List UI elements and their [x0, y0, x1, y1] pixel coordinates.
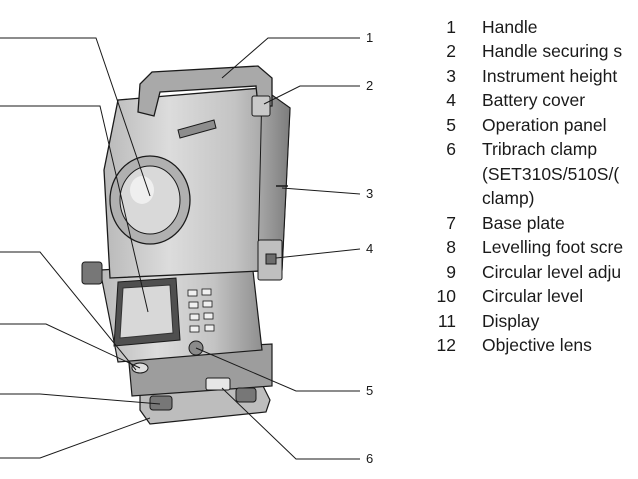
callout-label: 3	[366, 186, 373, 201]
legend-text: Tribrach clamp	[482, 139, 598, 160]
tribrach-clamp	[205, 377, 231, 391]
leader-lines-right	[195, 37, 361, 460]
leader-line	[221, 37, 360, 79]
legend-item: 7 Base plate	[408, 211, 623, 236]
levelling-foot-screw-right	[235, 387, 257, 403]
legend-item: 10 Circular level	[408, 285, 623, 310]
leader-lines-left	[0, 37, 161, 459]
legend-text: Display	[482, 310, 540, 331]
legend-text: Handle securing s	[482, 41, 623, 62]
legend-text: Handle	[482, 16, 538, 37]
legend-text: Battery cover	[482, 90, 586, 111]
callout-label: 6	[366, 451, 373, 466]
leader-line	[0, 105, 149, 313]
handle	[137, 65, 273, 117]
leader-line	[221, 387, 360, 460]
legend-text: clamp)	[482, 188, 535, 209]
legend-number: 8	[446, 237, 456, 258]
legend-number: 6	[446, 139, 456, 160]
callout-label: 5	[366, 383, 373, 398]
leader-line	[0, 393, 161, 405]
peep-sight	[177, 119, 217, 139]
legend-item: 12 Objective lens	[408, 334, 623, 359]
legend-item: 6 Tribrach clamp	[408, 138, 623, 163]
legend-number: 1	[446, 16, 456, 37]
legend-text: Operation panel	[482, 114, 607, 135]
legend-item-continuation: clamp)	[408, 187, 623, 212]
leader-line	[195, 347, 360, 392]
objective-lens-highlight	[130, 176, 154, 204]
legend-number: 10	[436, 286, 456, 307]
handle-securing-screw	[251, 95, 271, 117]
parts-legend: 1 Handle 2 Handle securing s 3 Instrument h…	[408, 15, 624, 359]
leader-line	[0, 251, 137, 371]
callout-label: 4	[366, 241, 373, 256]
legend-item: 4 Battery cover	[408, 89, 623, 114]
operation-panel-keys	[187, 288, 215, 333]
leader-line	[0, 323, 141, 369]
battery-latch	[265, 253, 277, 265]
legend-text: Circular level adju	[482, 261, 622, 282]
legend-text: (SET310S/510S/(	[482, 163, 620, 184]
legend-text: Levelling foot scre	[482, 237, 624, 258]
legend-number: 2	[446, 41, 456, 62]
leader-line	[0, 37, 151, 197]
callout-label: 2	[366, 78, 373, 93]
leader-line	[281, 187, 361, 195]
legend-text: Base plate	[482, 212, 565, 233]
legend-number: 9	[446, 261, 456, 282]
total-station-illustration	[81, 65, 291, 425]
legend-item: 9 Circular level adju	[408, 260, 623, 285]
leader-line	[0, 417, 151, 459]
display-screen	[119, 284, 174, 339]
legend-number: 11	[437, 310, 456, 331]
legend-number: 4	[446, 90, 456, 111]
legend-item-continuation: (SET310S/510S/(	[408, 162, 623, 187]
legend-number: 5	[446, 114, 456, 135]
legend-number: 7	[446, 212, 456, 233]
leader-line	[275, 248, 361, 259]
legend-item: 3 Instrument height	[408, 64, 623, 89]
legend-text: Circular level	[482, 286, 584, 307]
legend-number: 12	[436, 335, 456, 356]
side-knob	[81, 261, 103, 285]
legend-number: 3	[446, 65, 456, 86]
legend-item: 1 Handle	[408, 15, 623, 40]
legend-text: Objective lens	[482, 335, 592, 356]
legend-item: 8 Levelling foot scre	[408, 236, 623, 261]
legend-text: Instrument height	[482, 65, 618, 86]
callout-label: 1	[366, 30, 373, 45]
legend-item: 2 Handle securing s	[408, 40, 623, 65]
leader-line	[263, 85, 360, 105]
legend-item: 5 Operation panel	[408, 113, 623, 138]
legend-item: 11 Display	[408, 309, 623, 334]
